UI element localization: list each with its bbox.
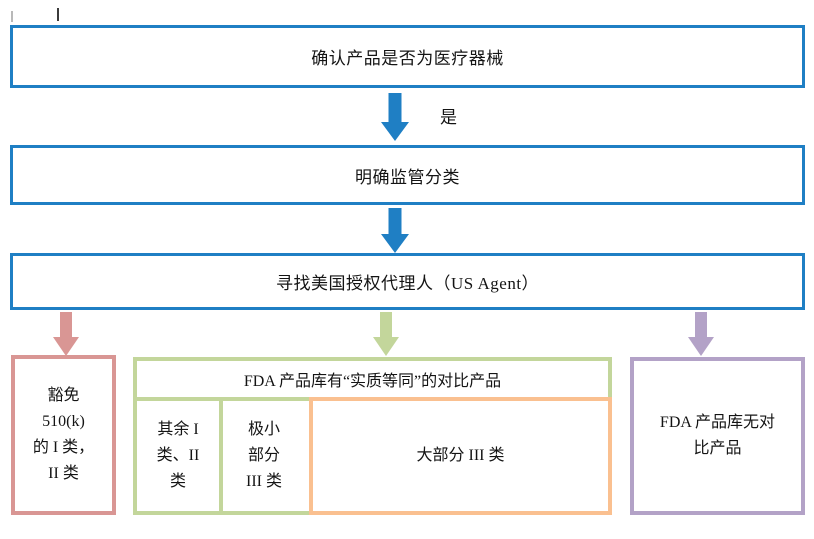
outcome-box-exempt-text: 豁免 510(k) 的 I 类， II 类	[33, 383, 94, 487]
outcome-box-majority-class-3-label: 大部分 III 类	[416, 447, 505, 465]
outcome-exempt-line-4: II 类	[48, 464, 79, 482]
process-box-confirm-device-label: 确认产品是否为医疗器械	[311, 49, 504, 68]
outcome-predicate-header: FDA 产品库有“实质等同”的对比产品	[137, 361, 608, 401]
connector-arrow-2-head	[381, 234, 409, 253]
outcome-box-majority-class-3[interactable]: 大部分 III 类	[309, 397, 612, 515]
cell-other-class-line-1: 其余 I	[157, 421, 199, 439]
connector-arrow-3-exempt	[46, 312, 86, 356]
cell-small-class-3-text: 极小 部分 III 类	[246, 417, 282, 495]
connector-arrow-5-shaft	[695, 312, 707, 338]
connector-arrow-4-predicate	[366, 312, 406, 356]
connector-arrow-1	[374, 93, 416, 141]
outcome-box-no-predicate-text: FDA 产品库无对 比产品	[660, 410, 775, 462]
connector-arrow-3-head	[53, 337, 79, 356]
process-box-confirm-device[interactable]: 确认产品是否为医疗器械	[10, 25, 805, 88]
outcome-box-exempt[interactable]: 豁免 510(k) 的 I 类， II 类	[11, 355, 116, 515]
outcome-exempt-line-1: 豁免	[47, 387, 80, 405]
cell-small-class-line-1: 极小	[247, 421, 280, 439]
process-box-us-agent[interactable]: 寻找美国授权代理人（US Agent）	[10, 253, 805, 310]
outcome-no-predicate-line-1: FDA 产品库无对	[659, 414, 776, 432]
outcome-predicate-cell-other-class-1-2[interactable]: 其余 I 类、II 类	[137, 401, 219, 511]
connector-arrow-1-head	[381, 122, 409, 141]
cell-small-class-line-2: 部分	[247, 447, 280, 465]
outcome-predicate-cell-small-class-3[interactable]: 极小 部分 III 类	[219, 401, 305, 511]
process-box-us-agent-label: 寻找美国授权代理人（US Agent）	[275, 274, 540, 293]
text-cursor-mark	[57, 8, 59, 21]
outcome-box-no-predicate[interactable]: FDA 产品库无对 比产品	[630, 357, 805, 515]
connector-arrow-5-head	[688, 337, 714, 356]
connector-arrow-3-shaft	[60, 312, 72, 338]
outcome-exempt-line-2: 510(k)	[42, 413, 85, 431]
outcome-exempt-line-3: 的 I 类，	[32, 439, 95, 456]
connector-arrow-5-no-predicate	[681, 312, 721, 356]
connector-arrow-2	[374, 208, 416, 253]
connector-arrow-4-shaft	[380, 312, 392, 338]
cell-small-class-line-3: III 类	[246, 472, 282, 490]
connector-arrow-4-head	[373, 337, 399, 356]
cell-other-class-line-3: 类	[169, 472, 186, 490]
outcome-no-predicate-line-2: 比产品	[693, 440, 742, 457]
cell-other-class-line-2: 类、II	[156, 447, 200, 465]
process-box-regulatory-class-label: 明确监管分类	[355, 167, 460, 187]
connector-arrow-1-shaft	[388, 93, 402, 123]
connector-arrow-1-label: 是	[440, 108, 457, 127]
outcome-predicate-header-label: FDA 产品库有“实质等同”的对比产品	[243, 373, 502, 390]
connector-arrow-2-shaft	[388, 208, 402, 235]
process-box-regulatory-class[interactable]: 明确监管分类	[10, 145, 805, 205]
cell-other-class-1-2-text: 其余 I 类、II 类	[157, 417, 200, 495]
ruler-tick-left	[11, 11, 13, 22]
